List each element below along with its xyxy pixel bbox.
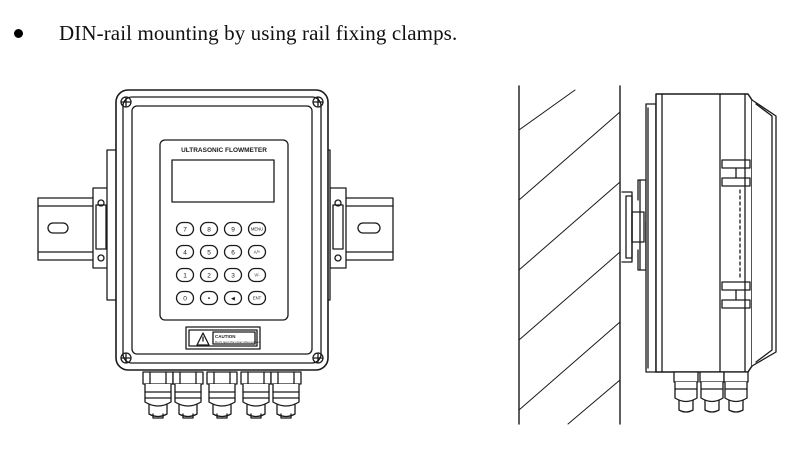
keypad-key-label: A/+ [254, 250, 261, 255]
latch-top [721, 159, 751, 187]
keypad-key-label: 1 [183, 272, 187, 279]
keypad-key: ◄ [223, 290, 243, 306]
keypad-key-label: • [208, 295, 211, 302]
cable-glands-front [142, 371, 302, 419]
cable-gland [723, 371, 749, 413]
keypad-key: 1 [175, 267, 195, 283]
cable-gland [240, 371, 272, 419]
screw-top-right [312, 96, 324, 108]
wall [518, 85, 621, 425]
caution-title: CAUTION [215, 334, 236, 339]
rail-clamp-left [92, 149, 118, 301]
caution-body: Don't open the cover when power [215, 340, 260, 344]
keypad-key-label: MENU [251, 227, 263, 232]
keypad-key: 4 [175, 244, 195, 260]
din-rail-side [621, 191, 633, 263]
keypad-key-label: 8 [207, 226, 211, 233]
bullet-icon [14, 28, 23, 38]
back-plate-side [645, 103, 657, 373]
caption-text: DIN-rail mounting by using rail fixing c… [59, 20, 458, 45]
keypad-key: 9 [223, 221, 243, 237]
front-view: ULTRASONIC FLOWMETER 7 8 9 MENU 4 5 6 A/+ 1 2 3 V/-… [37, 89, 394, 419]
screw-bottom-left [120, 352, 132, 364]
din-rail-left [37, 197, 96, 261]
keypad-key-label: 4 [183, 249, 187, 256]
keypad-key-label: V/- [254, 273, 260, 278]
keypad-key-label: 7 [183, 226, 187, 233]
keypad-key: 3 [223, 267, 243, 283]
keypad-key: V/- [247, 267, 267, 283]
cable-gland [206, 371, 238, 419]
cable-gland [699, 371, 725, 413]
keypad-key-label: 6 [231, 249, 235, 256]
keypad-key: A/+ [247, 244, 267, 260]
side-view [518, 85, 777, 425]
din-rail-right [343, 197, 394, 261]
screw-bottom-right [312, 352, 324, 364]
cable-glands-side [673, 371, 749, 413]
caption-row: DIN-rail mounting by using rail fixing c… [14, 20, 457, 46]
panel-title: ULTRASONIC FLOWMETER [181, 147, 267, 154]
keypad-key-label: 0 [183, 295, 187, 302]
keypad-key-label: 2 [207, 272, 211, 279]
caution-label: CAUTION Don't open the cover when power [185, 326, 261, 350]
keypad: 7 8 9 MENU 4 5 6 A/+ 1 2 3 V/- 0 • ◄ ENT [175, 221, 267, 306]
keypad-key-label: 5 [207, 249, 211, 256]
keypad-key: MENU [247, 221, 267, 237]
keypad-key: 5 [199, 244, 219, 260]
screw-top-left [120, 96, 132, 108]
keypad-key-label: ◄ [230, 295, 236, 302]
keypad-key: 8 [199, 221, 219, 237]
cable-gland [172, 371, 204, 419]
keypad-key-label: 9 [231, 226, 235, 233]
keypad-key: 6 [223, 244, 243, 260]
keypad-key: 7 [175, 221, 195, 237]
keypad-key-label: ENT [253, 296, 262, 301]
keypad-key: 2 [199, 267, 219, 283]
cable-gland [673, 371, 699, 413]
keypad-key: • [199, 290, 219, 306]
cable-gland [142, 371, 174, 419]
keypad-key: 0 [175, 290, 195, 306]
enclosure-side [655, 93, 777, 373]
lcd-display [171, 159, 275, 203]
cable-gland [270, 371, 302, 419]
latch-bottom [721, 281, 751, 309]
keypad-key: ENT [247, 290, 267, 306]
keypad-key-label: 3 [231, 272, 235, 279]
